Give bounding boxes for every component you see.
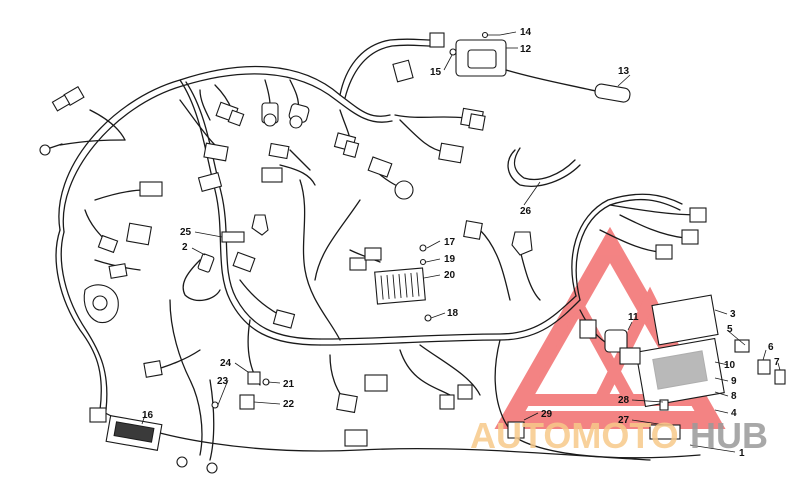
connector-bottom-4 bbox=[439, 394, 455, 410]
connector-center-low bbox=[232, 251, 256, 273]
callout-5: 5 bbox=[727, 324, 733, 335]
callout-17: 17 bbox=[444, 237, 456, 248]
connector-left-3 bbox=[97, 234, 119, 254]
cap-center bbox=[251, 214, 269, 236]
part-22 bbox=[239, 394, 255, 410]
callout-23: 23 bbox=[217, 376, 229, 387]
connector-center bbox=[261, 167, 283, 183]
callout-28: 28 bbox=[618, 395, 630, 406]
bracket-29 bbox=[507, 421, 525, 439]
callout-14: 14 bbox=[520, 27, 532, 38]
callout-12: 12 bbox=[520, 44, 532, 55]
callout-4: 4 bbox=[731, 408, 737, 419]
callout-numbers: 1 2 3 4 5 6 7 8 9 10 11 12 13 14 15 16 1… bbox=[142, 27, 780, 459]
connector-center-far-right bbox=[463, 220, 483, 240]
callout-1: 1 bbox=[739, 448, 745, 459]
watermark-text: AUTOMOTO HUB bbox=[470, 415, 768, 456]
callout-21: 21 bbox=[283, 379, 295, 390]
relay-7 bbox=[774, 369, 786, 385]
callout-20: 20 bbox=[444, 270, 456, 281]
connector-center-mid bbox=[272, 309, 296, 329]
ring-terminal-bottom-1 bbox=[176, 456, 188, 468]
connector-fusebox-2 bbox=[619, 347, 641, 365]
callout-26: 26 bbox=[520, 206, 532, 217]
part-23 bbox=[211, 401, 219, 409]
callout-29: 29 bbox=[541, 409, 553, 420]
nut-18 bbox=[424, 314, 432, 322]
bolt-17 bbox=[419, 244, 427, 252]
ring-terminal-bottom-2 bbox=[206, 462, 218, 474]
callout-24: 24 bbox=[220, 358, 232, 369]
relay-6 bbox=[757, 359, 771, 375]
connector-left-4 bbox=[108, 263, 128, 279]
washer-15 bbox=[449, 48, 457, 56]
part-24 bbox=[247, 371, 261, 385]
connector-center-top bbox=[268, 142, 290, 160]
connector-center-right bbox=[367, 156, 393, 178]
connector-16 bbox=[89, 407, 107, 423]
callout-2: 2 bbox=[182, 242, 188, 253]
connectors bbox=[39, 31, 786, 474]
ring-terminal-left bbox=[39, 144, 51, 156]
fuse-box-1 bbox=[635, 337, 725, 408]
callout-8: 8 bbox=[731, 391, 737, 402]
main-harness-wires bbox=[55, 38, 701, 461]
callout-3: 3 bbox=[730, 309, 736, 320]
connector-bottom-5 bbox=[457, 384, 473, 400]
part-25 bbox=[221, 231, 245, 243]
fuse-box-cover-3 bbox=[651, 294, 719, 346]
callout-19: 19 bbox=[444, 254, 456, 265]
cable-tie-26 bbox=[507, 149, 581, 187]
callout-9: 9 bbox=[731, 376, 737, 387]
connector-regulator-1 bbox=[349, 257, 367, 271]
connector-right-2 bbox=[681, 229, 699, 245]
washer-19 bbox=[419, 258, 427, 266]
screw-14 bbox=[481, 31, 489, 39]
sensor-round bbox=[394, 180, 414, 200]
callout-13: 13 bbox=[618, 66, 630, 77]
part-28 bbox=[659, 399, 669, 411]
callout-22: 22 bbox=[283, 399, 295, 410]
connector-coil-1 bbox=[392, 59, 414, 83]
connector-mid-left bbox=[203, 142, 229, 162]
connector-right-mid bbox=[438, 142, 464, 164]
callout-11: 11 bbox=[628, 312, 639, 323]
callout-6: 6 bbox=[768, 342, 774, 353]
connector-bottom-2 bbox=[364, 374, 388, 392]
relay-5 bbox=[734, 339, 750, 353]
spark-plug-cap-13 bbox=[594, 83, 631, 103]
callout-25: 25 bbox=[180, 227, 192, 238]
callout-16: 16 bbox=[142, 410, 154, 421]
connector-bottom-1 bbox=[336, 392, 358, 414]
part-25-upper bbox=[197, 171, 223, 193]
callout-10: 10 bbox=[724, 360, 736, 371]
connector-left-2 bbox=[125, 222, 153, 246]
connector-regulator-2 bbox=[364, 247, 382, 261]
connector-right-3 bbox=[655, 244, 673, 260]
connector-fusebox-1 bbox=[579, 319, 597, 339]
watermark-text-hub: HUB bbox=[690, 415, 768, 456]
callout-15: 15 bbox=[430, 67, 442, 78]
callout-18: 18 bbox=[447, 308, 459, 319]
connector-bottom-left bbox=[143, 360, 163, 378]
connector-11 bbox=[604, 329, 628, 353]
callout-27: 27 bbox=[618, 415, 630, 426]
connector-right-1 bbox=[689, 207, 707, 223]
leader-lines bbox=[141, 31, 781, 453]
connector-left-1 bbox=[139, 181, 163, 197]
connector-bottom-3 bbox=[344, 429, 368, 447]
watermark-text-automoto: AUTOMOTO bbox=[470, 415, 679, 456]
connector-coil-2 bbox=[429, 32, 445, 48]
part-2 bbox=[197, 253, 215, 273]
callout-7: 7 bbox=[774, 357, 780, 368]
cap-right bbox=[511, 231, 533, 256]
